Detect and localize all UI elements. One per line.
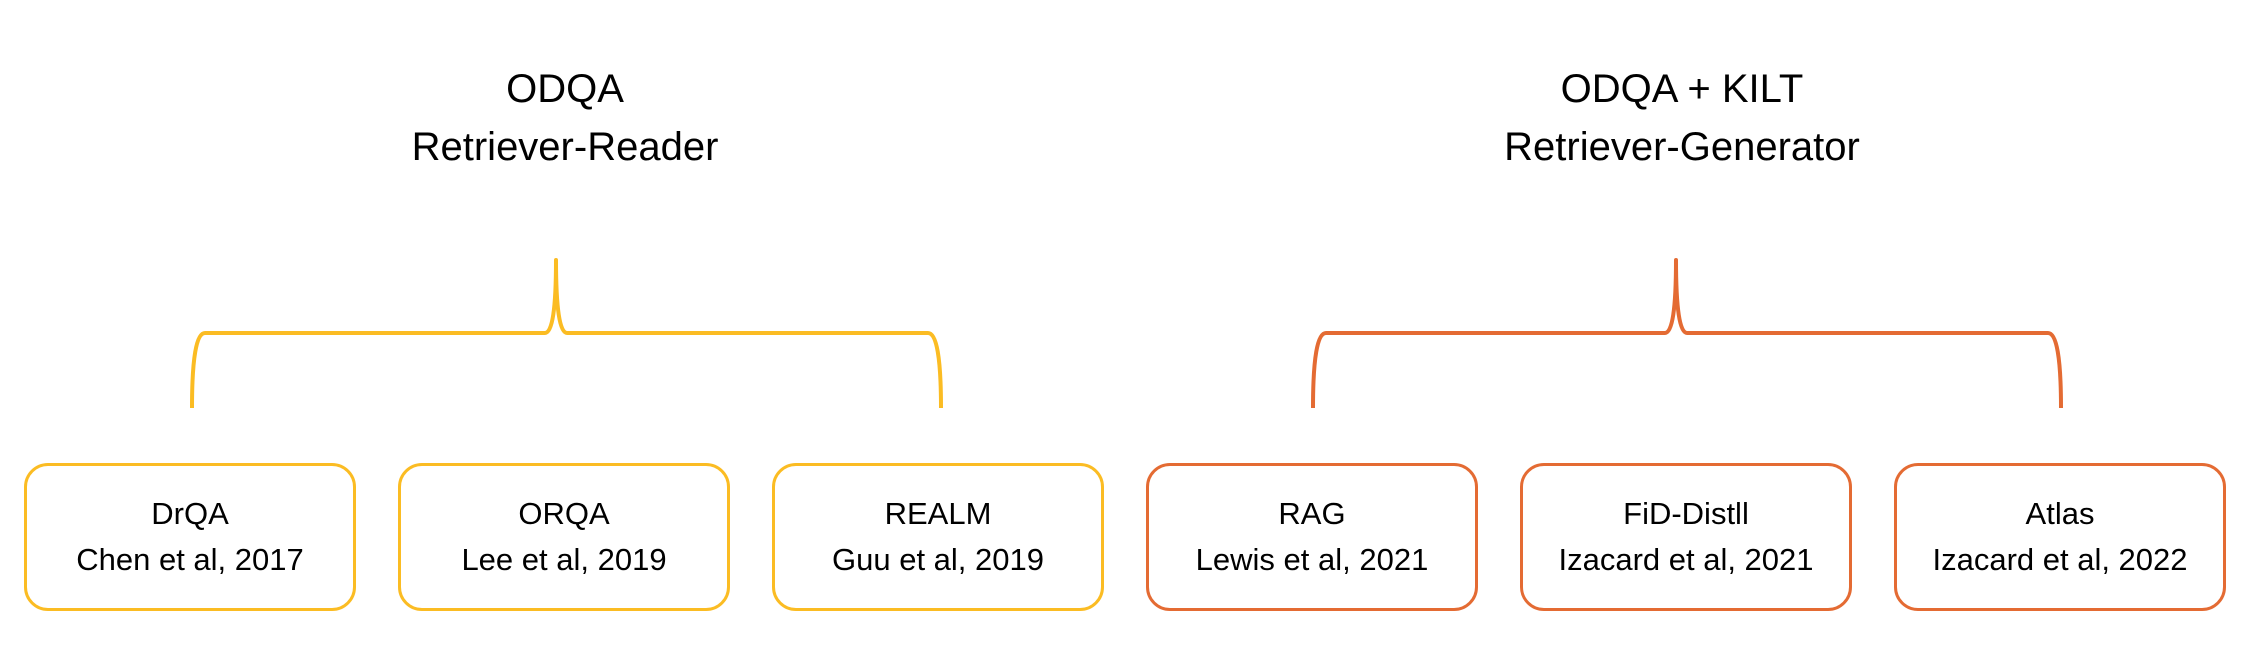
group-title-line2: Retriever-Generator — [1504, 125, 1860, 169]
paper-name: RAG — [1278, 496, 1346, 531]
paper-box-orqa: ORQA Lee et al, 2019 — [398, 463, 730, 611]
brace-retriever-reader — [190, 258, 943, 409]
paper-citation: Guu et al, 2019 — [832, 542, 1044, 577]
paper-citation: Lewis et al, 2021 — [1195, 542, 1429, 577]
group-title-line2: Retriever-Reader — [411, 125, 719, 169]
group-title-retriever-reader: ODQA Retriever-Reader — [185, 60, 945, 176]
paper-citation: Izacard et al, 2021 — [1558, 542, 1814, 577]
paper-name: FiD-Distll — [1623, 496, 1749, 531]
paper-box-realm: REALM Guu et al, 2019 — [772, 463, 1104, 611]
paper-name: Atlas — [2025, 496, 2095, 531]
paper-citation: Chen et al, 2017 — [76, 542, 304, 577]
paper-name: REALM — [884, 496, 992, 531]
paper-box-drqa: DrQA Chen et al, 2017 — [24, 463, 356, 611]
brace-retriever-generator — [1311, 258, 2063, 409]
paper-name: DrQA — [151, 496, 229, 531]
paper-name: ORQA — [518, 496, 610, 531]
group-title-line1: ODQA + KILT — [1560, 67, 1804, 111]
paper-citation: Izacard et al, 2022 — [1932, 542, 2188, 577]
paper-box-fid-distill: FiD-Distll Izacard et al, 2021 — [1520, 463, 1852, 611]
paper-citation: Lee et al, 2019 — [461, 542, 667, 577]
group-title-retriever-generator: ODQA + KILT Retriever-Generator — [1302, 60, 2062, 176]
paper-box-atlas: Atlas Izacard et al, 2022 — [1894, 463, 2226, 611]
group-title-line1: ODQA — [506, 67, 624, 111]
paper-box-rag: RAG Lewis et al, 2021 — [1146, 463, 1478, 611]
